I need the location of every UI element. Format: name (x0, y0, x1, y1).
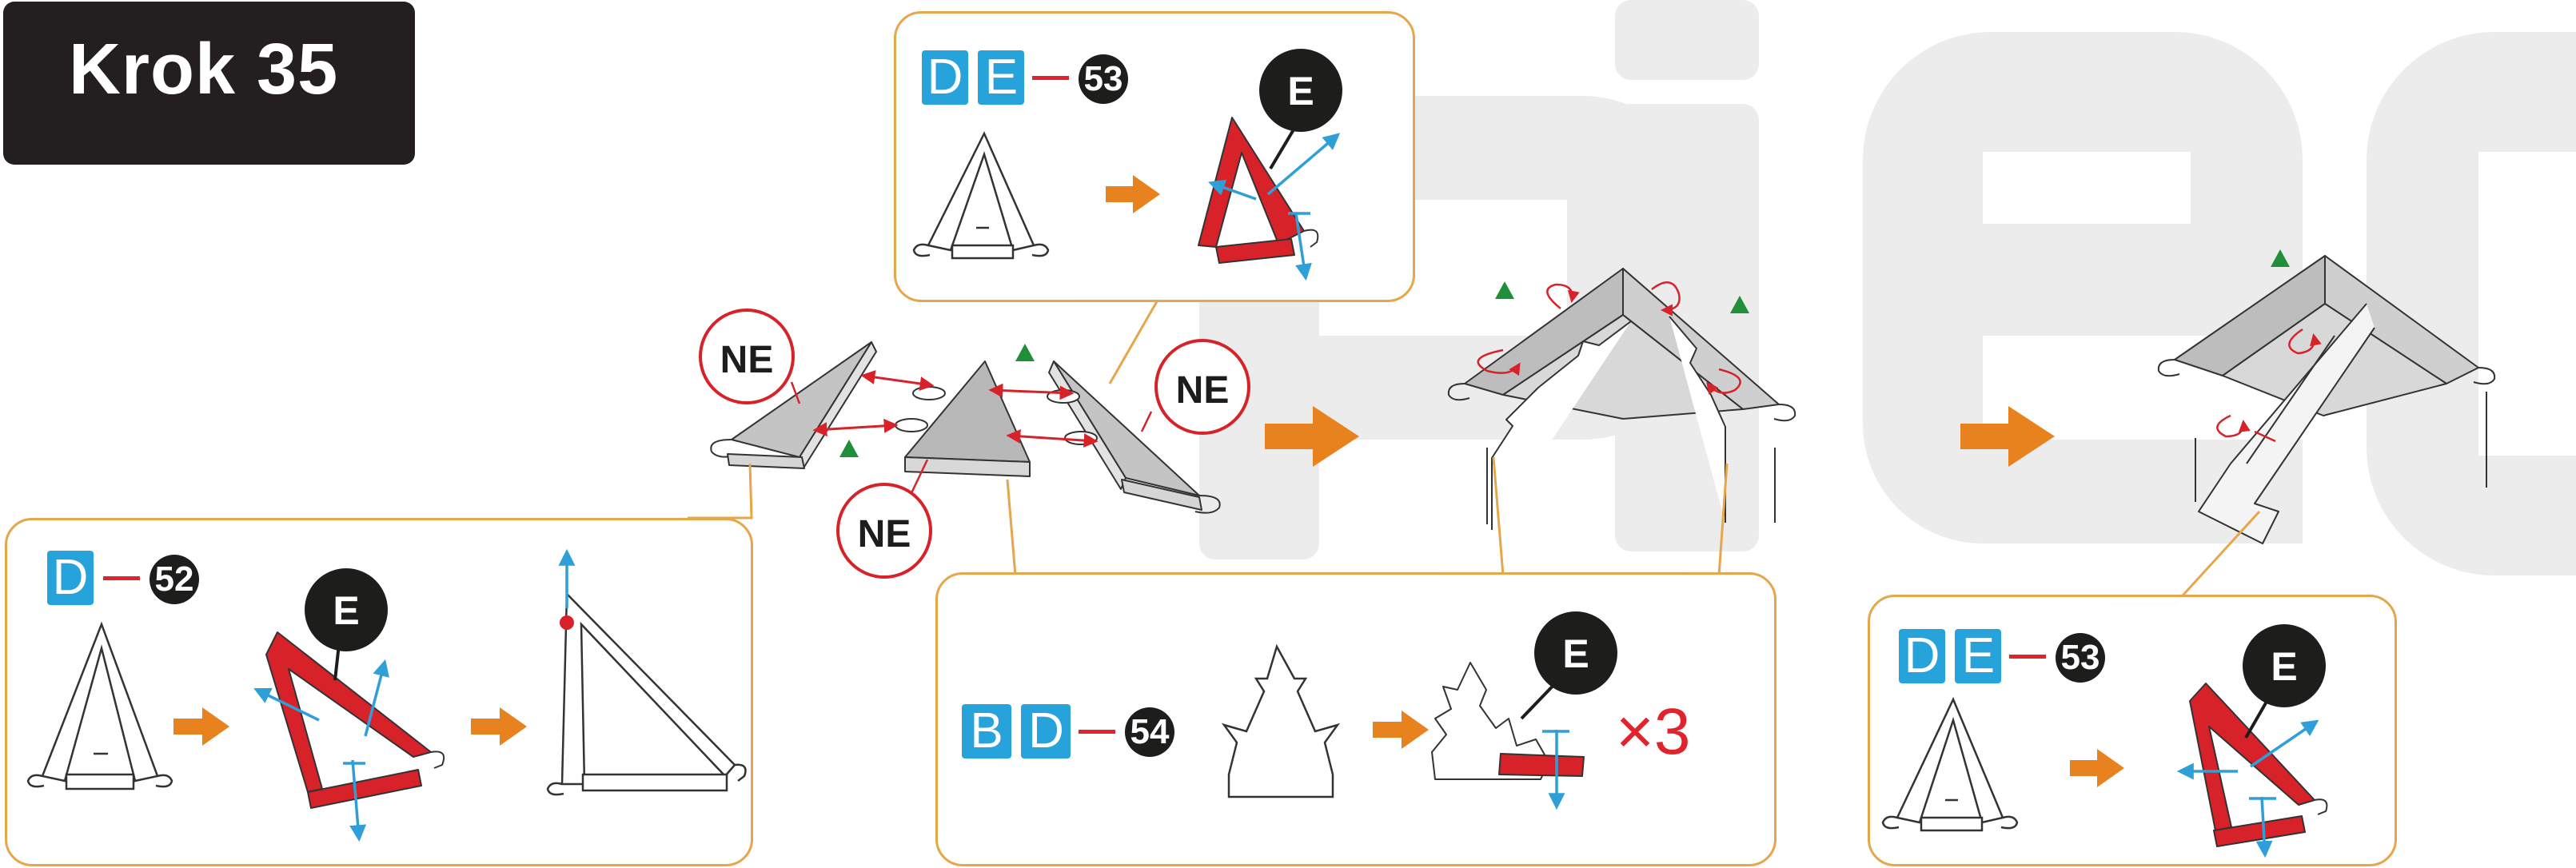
green-triangle-marker (1730, 296, 1749, 313)
part-number: 53 (1079, 54, 1128, 104)
part-e-callout (305, 568, 388, 651)
connection-arrows (812, 370, 1099, 448)
panel-right-header: D E 53 (1899, 629, 2105, 683)
panel-left-header: D 52 (47, 551, 199, 605)
dash (2009, 655, 2046, 659)
panel-top-header: D E 53 (922, 50, 1128, 105)
green-triangle-marker (2271, 249, 2290, 267)
part-tag-d: D (47, 551, 94, 605)
panel-bottom: B D 54 E ×3 (935, 572, 1776, 866)
part-tag-d: D (1899, 629, 1945, 683)
panel-bottom-drawing: E (1221, 611, 1617, 810)
panel-top-drawing: E (912, 49, 1342, 281)
part-e-label: E (333, 588, 359, 633)
dash (1032, 76, 1069, 80)
panel-left-drawing: E (26, 548, 747, 842)
roof-stage-3 (2157, 255, 2496, 544)
panel-left: D 52 (5, 518, 753, 866)
dash (1079, 730, 1115, 734)
roof-stage-2-markers (1495, 281, 1749, 313)
roof-stage-2 (1447, 268, 1796, 530)
center-markers (839, 344, 1035, 457)
green-triangle-marker (1495, 281, 1514, 299)
part-tag-e: E (1955, 629, 2002, 683)
part-number: 54 (1125, 707, 1174, 757)
panel-top: D E 53 (894, 11, 1415, 302)
part-e-callout (1259, 49, 1342, 132)
process-arrow (1106, 175, 1160, 213)
process-arrow (2070, 749, 2124, 787)
step-badge: Krok 35 (3, 2, 415, 165)
process-arrow (173, 707, 229, 746)
roof-stage-2-arrows (1477, 281, 1741, 396)
part-number: 53 (2056, 633, 2105, 683)
stage-arrows (1265, 406, 2055, 467)
dash (103, 576, 140, 580)
roof-stage-3-arrows (2216, 328, 2322, 443)
panel-right-drawing: E (1881, 624, 2328, 858)
part-e-callout (2243, 624, 2326, 707)
part-tag-d: D (922, 50, 968, 105)
green-triangle-marker (839, 440, 859, 457)
part-e-callout (1534, 611, 1617, 695)
step-title: Krok 35 (69, 30, 339, 109)
part-tag-b: B (962, 704, 1011, 759)
part-e-label: E (1562, 631, 1589, 676)
quantity-multiplier: ×3 (1616, 695, 1691, 768)
part-e-label: E (2271, 644, 2297, 689)
part-tag-e: E (978, 50, 1025, 105)
part-tag-d: D (1021, 704, 1071, 759)
part-number: 52 (150, 555, 199, 604)
part-e-label: E (1287, 69, 1314, 113)
process-arrow (471, 707, 527, 746)
panel-right: D E 53 (1868, 595, 2397, 866)
panel-bottom-header: B D 54 (962, 704, 1174, 759)
process-arrow (1373, 711, 1429, 749)
stage-arrow-1 (1265, 406, 1359, 467)
green-triangle-marker (1015, 344, 1035, 361)
stage-arrow-2 (1960, 406, 2055, 467)
